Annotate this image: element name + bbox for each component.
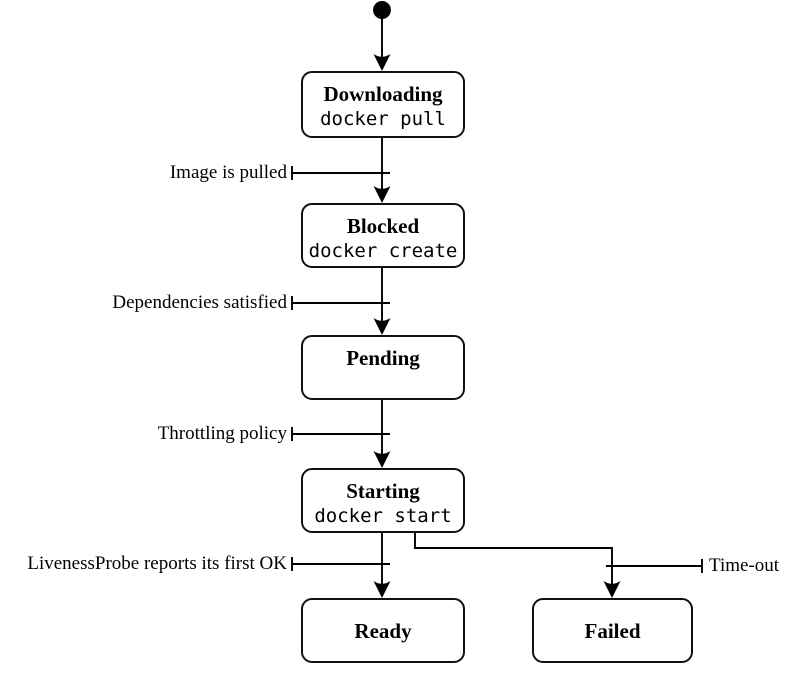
state-title: Starting bbox=[346, 479, 420, 503]
state-box-pending: Pending bbox=[301, 335, 465, 400]
edge-starting-failed bbox=[414, 533, 613, 586]
state-title: Downloading bbox=[323, 82, 443, 106]
state-box-starting: Starting docker start bbox=[301, 468, 465, 533]
state-box-downloading: Downloading docker pull bbox=[301, 71, 465, 138]
guard-label-time-out: Time-out bbox=[709, 555, 780, 576]
state-box-blocked: Blocked docker create bbox=[301, 203, 465, 268]
state-title: Failed bbox=[584, 618, 641, 643]
guard-label-dependencies-satisfied: Dependencies satisfied bbox=[112, 292, 287, 313]
state-box-ready: Ready bbox=[301, 598, 465, 663]
arrowhead bbox=[603, 581, 621, 598]
initial-state-dot bbox=[373, 1, 391, 19]
state-title: Blocked bbox=[346, 214, 420, 238]
arrowhead bbox=[373, 451, 391, 468]
state-command: docker start bbox=[314, 505, 452, 527]
guard-label-livenessprobe: LivenessProbe reports its first OK bbox=[27, 553, 287, 574]
state-command: docker pull bbox=[320, 108, 446, 130]
arrowhead bbox=[373, 186, 391, 203]
guard-label-throttling-policy: Throttling policy bbox=[157, 423, 287, 444]
state-command: docker create bbox=[308, 240, 458, 262]
state-box-failed: Failed bbox=[532, 598, 693, 663]
arrowhead bbox=[373, 318, 391, 335]
arrowhead bbox=[373, 581, 391, 598]
guard-label-image-is-pulled: Image is pulled bbox=[169, 162, 287, 183]
state-title: Pending bbox=[346, 346, 420, 370]
arrowhead bbox=[373, 54, 391, 71]
state-title: Ready bbox=[354, 618, 412, 643]
